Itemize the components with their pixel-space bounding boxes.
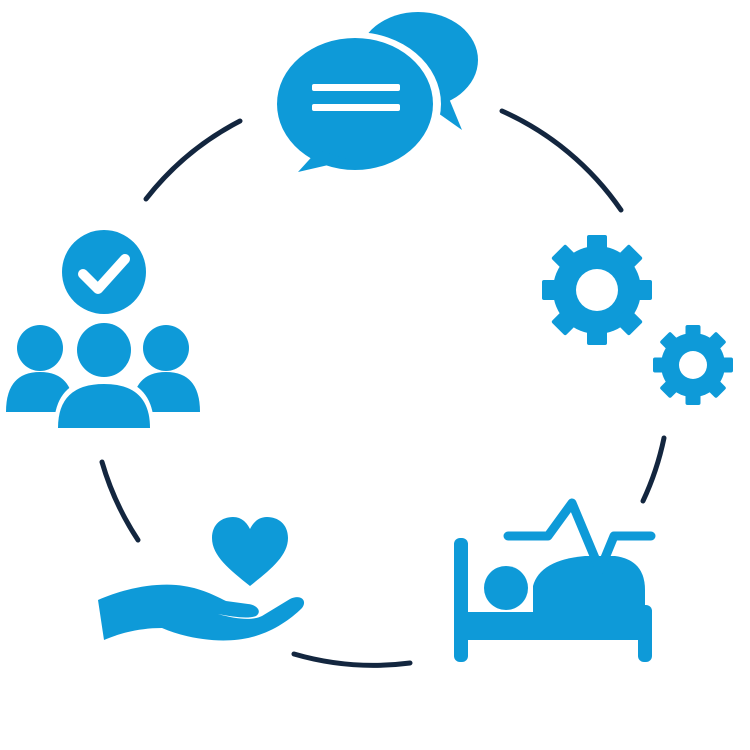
gear-tooth	[660, 376, 682, 398]
gear-tooth	[704, 376, 726, 398]
gear-tooth	[614, 244, 643, 273]
gear-tooth	[704, 332, 726, 354]
heart-icon	[212, 517, 288, 586]
gears-icon	[542, 235, 733, 405]
gear-tooth	[716, 357, 733, 373]
heart-monitor-line	[503, 498, 656, 575]
gear-tooth	[587, 235, 607, 256]
ring-arc-top-left	[143, 118, 243, 202]
hand-holding-heart-icon	[98, 517, 305, 641]
gear-tooth	[653, 357, 670, 373]
ring-arc-top-right	[499, 108, 624, 213]
ring-arc-left	[99, 459, 141, 543]
gear-tooth	[551, 244, 580, 273]
checkmark-icon	[78, 254, 130, 294]
gear-large-icon	[542, 235, 652, 345]
person-right-head	[143, 325, 189, 371]
gear-tooth	[551, 307, 580, 336]
gear-small-icon	[653, 325, 733, 405]
ring-arc-bottom	[291, 651, 413, 668]
gear-tooth	[660, 332, 682, 354]
chat-bubbles-icon	[269, 12, 478, 176]
gear-tooth	[631, 280, 652, 300]
team-checkmark-icon	[6, 230, 200, 432]
person-center-head	[77, 323, 131, 377]
patient-bed-heart-monitor-icon	[454, 498, 656, 662]
checkmark-badge	[62, 230, 146, 314]
gear-tooth	[685, 325, 701, 342]
ring-arc-right	[640, 435, 667, 504]
cycle-ring	[99, 108, 667, 668]
gear-tooth	[614, 307, 643, 336]
gear-tooth	[587, 324, 607, 345]
hand-icon	[98, 584, 305, 641]
person-left-head	[17, 325, 63, 371]
gear-tooth	[685, 388, 701, 405]
gear-tooth	[542, 280, 563, 300]
